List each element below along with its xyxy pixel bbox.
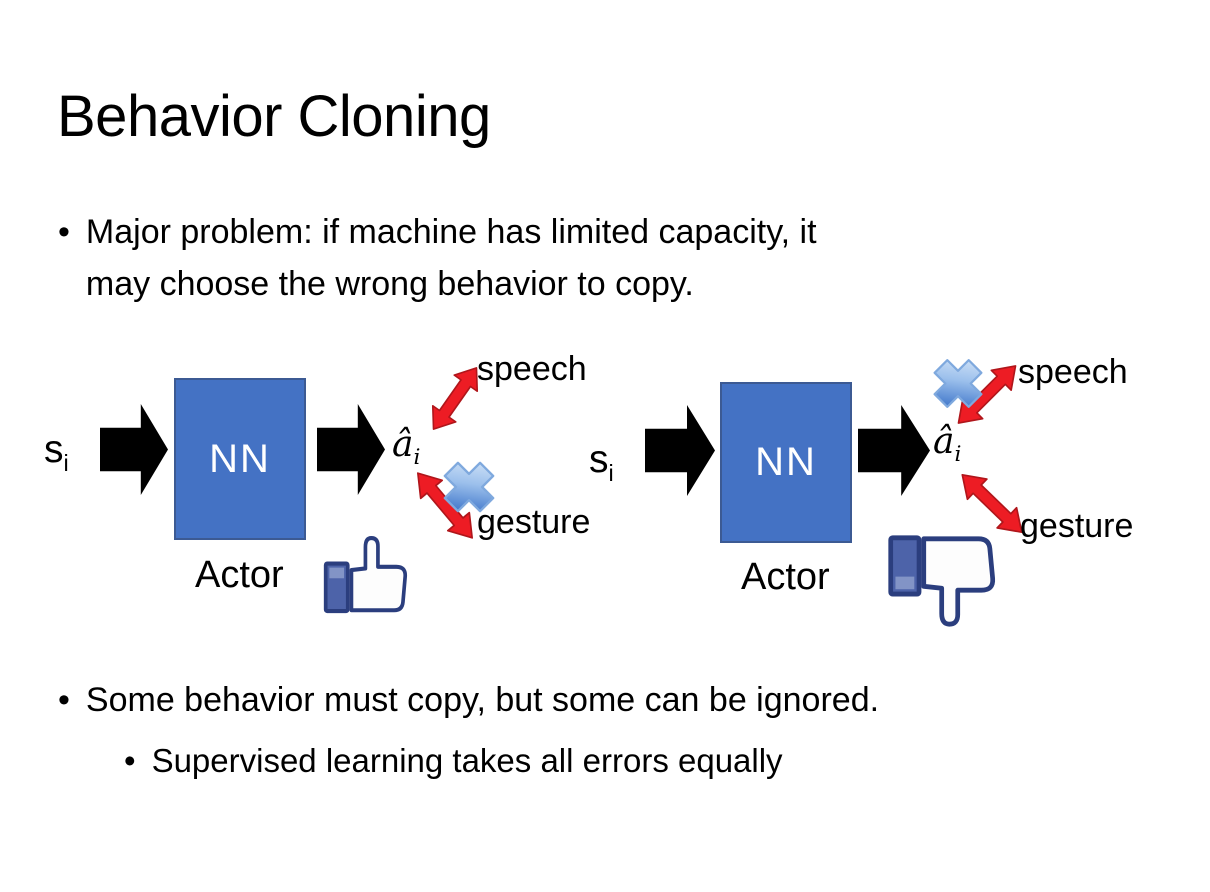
state-input-label: si	[44, 428, 69, 477]
nn-label: NN	[209, 436, 271, 481]
state-symbol: s	[589, 438, 609, 481]
speech-label: speech	[477, 350, 587, 388]
flow-arrow-icon	[100, 402, 168, 497]
gesture-label: gesture	[477, 503, 591, 541]
nn-label: NN	[755, 440, 817, 484]
action-symbol: â	[392, 424, 414, 465]
double-arrow-gesture-icon	[950, 462, 1035, 545]
gesture-label: gesture	[1020, 507, 1134, 545]
action-subscript: i	[954, 442, 962, 468]
bullet-some-behavior: • Some behavior must copy, but some can …	[58, 674, 879, 726]
bullet-text-line-2: may choose the wrong behavior to copy.	[85, 265, 694, 303]
double-arrow-speech-icon	[946, 353, 1029, 436]
bullet-marker: •	[58, 213, 70, 251]
flow-arrow-icon	[645, 403, 715, 498]
flow-arrow-icon	[858, 403, 930, 498]
speech-label: speech	[1018, 353, 1128, 391]
cross-out-icon	[930, 355, 986, 412]
bullet-text: Major problem: if machine has limited ca…	[86, 206, 817, 310]
nn-box: NN	[174, 378, 306, 540]
state-subscript: i	[63, 449, 69, 476]
action-symbol: â	[933, 421, 955, 462]
action-subscript: i	[413, 445, 421, 471]
cross-out-icon	[436, 458, 502, 516]
bullet-text-line-1: Major problem: if machine has limited ca…	[85, 213, 817, 251]
bullet-marker: •	[124, 742, 136, 779]
bullet-text: Some behavior must copy, but some can be…	[85, 681, 880, 719]
nn-box: NN	[720, 382, 852, 543]
bullet-marker: •	[58, 681, 70, 719]
page-title: Behavior Cloning	[57, 83, 491, 149]
bullet-supervised-learning: • Supervised learning takes all errors e…	[124, 736, 783, 786]
actor-label: Actor	[195, 554, 284, 596]
state-symbol: s	[44, 428, 64, 471]
double-arrow-speech-icon	[419, 357, 491, 440]
bullet-text: Supervised learning takes all errors equ…	[151, 742, 783, 779]
action-output-label: âi	[933, 421, 961, 467]
state-subscript: i	[608, 459, 614, 486]
flow-arrow-icon	[317, 402, 385, 497]
thumbs-up-icon	[322, 534, 414, 616]
action-output-label: âi	[392, 424, 420, 470]
bullet-major-problem: • Major problem: if machine has limited …	[58, 206, 817, 310]
actor-label: Actor	[741, 556, 830, 598]
thumbs-down-icon	[886, 532, 1004, 629]
state-input-label: si	[589, 438, 614, 487]
